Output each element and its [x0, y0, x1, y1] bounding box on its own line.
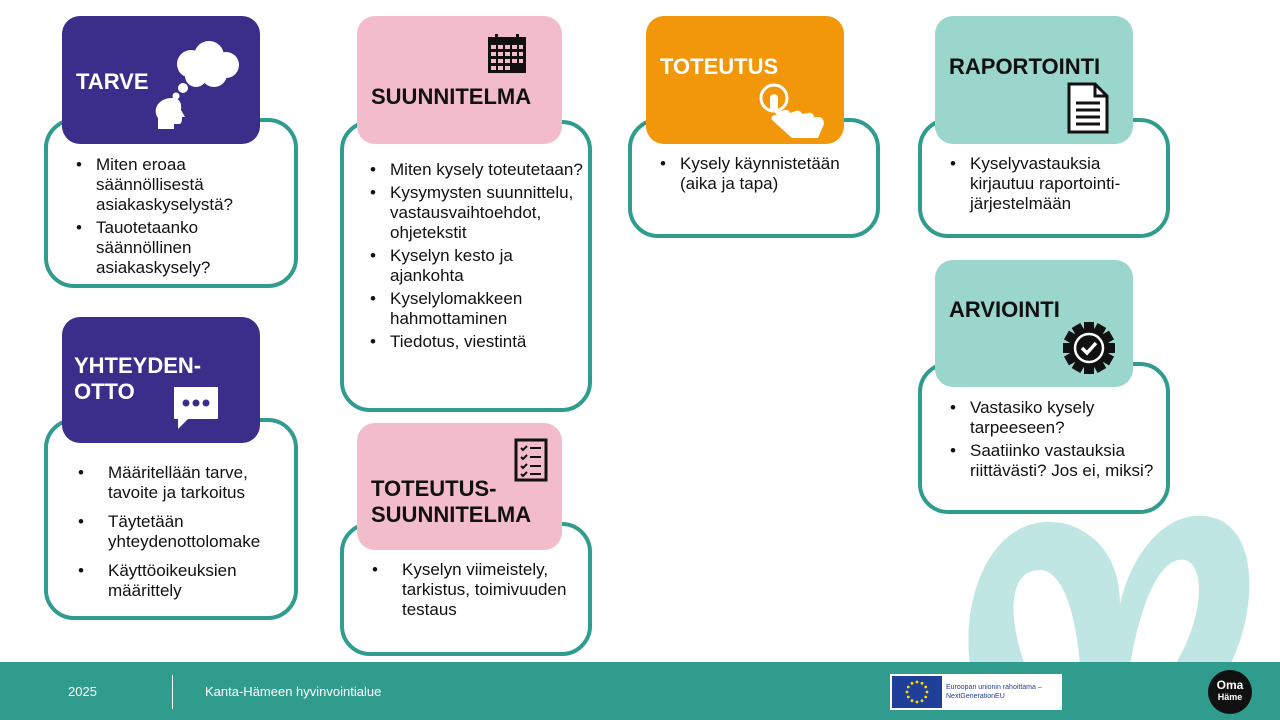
touch-hand-icon [759, 83, 824, 138]
raportointi-list: Kyselyvastauksia kirjautuu raportointi-j… [950, 154, 1165, 217]
list-item: Kyselyn kesto ja ajankohta [370, 246, 590, 286]
list-item: Täytetään yhteydenottolomake [76, 512, 298, 552]
toteutussuunnitelma-list: Kyselyn viimeistely, tarkistus, toimivuu… [370, 560, 592, 629]
card-yhteydenotto-header: YHTEYDEN- OTTO [62, 317, 260, 443]
eu-funding-logo: Euroopan unionin rahoittama – NextGenera… [890, 674, 1062, 710]
footer-organization: Kanta-Hämeen hyvinvointialue [205, 684, 382, 699]
logo-line-2: Häme [1217, 692, 1243, 702]
list-item: Vastasiko kysely tarpeeseen? [950, 398, 1165, 438]
card-arviointi-header: ARVIOINTI [935, 260, 1133, 387]
card-title: YHTEYDEN- OTTO [74, 353, 202, 404]
toteutus-list: Kysely käynnistetään (aika ja tapa) [660, 154, 860, 197]
footer-bar: 2025 Kanta-Hämeen hyvinvointialue Euroop… [0, 662, 1280, 720]
chat-bubble-icon [174, 387, 218, 429]
card-title: RAPORTOINTI [949, 54, 1101, 79]
arviointi-list: Vastasiko kysely tarpeeseen? Saatiinko v… [950, 398, 1165, 484]
card-raportointi-header: RAPORTOINTI [935, 16, 1133, 144]
list-item: Kysymysten suunnittelu, vastausvaihtoehd… [370, 183, 590, 243]
badge-check-icon [1063, 322, 1115, 374]
list-item: Kyselyn viimeistely, tarkistus, toimivuu… [370, 560, 592, 620]
list-item: Kyselylomakkeen hahmottaminen [370, 289, 590, 329]
card-title: TOTEUTUS- SUUNNITELMA [371, 476, 532, 527]
card-arviointi-body: Vastasiko kysely tarpeeseen? Saatiinko v… [918, 362, 1170, 514]
card-yhteydenotto-body: Määritellään tarve, tavoite ja tarkoitus… [44, 418, 298, 620]
card-title: TOTEUTUS [660, 54, 779, 79]
list-item: Tauotetaanko säännöllinen asiakaskysely? [76, 218, 286, 278]
calendar-icon [488, 34, 526, 73]
list-item: Miten kysely toteutetaan? [370, 160, 590, 180]
card-title: SUUNNITELMA [371, 84, 532, 109]
suunnitelma-list: Miten kysely toteutetaan? Kysymysten suu… [370, 160, 590, 355]
card-suunnitelma-header: SUUNNITELMA [357, 16, 562, 144]
oma-hame-logo: Oma Häme [1208, 670, 1252, 714]
list-item: Käyttöoikeuksien määrittely [76, 561, 298, 601]
checklist-icon [514, 438, 548, 482]
document-icon [1067, 82, 1109, 134]
card-suunnitelma-body: Miten kysely toteutetaan? Kysymysten suu… [340, 120, 592, 412]
eu-funding-text: Euroopan unionin rahoittama – NextGenera… [946, 684, 1042, 700]
thought-bubble-head-icon [155, 41, 239, 129]
heart-decoration [968, 515, 1250, 665]
list-item: Kyselyvastauksia kirjautuu raportointi-j… [950, 154, 1165, 214]
card-tarve-header: TARVE [62, 16, 260, 144]
card-toteutussuunnitelma-header: TOTEUTUS- SUUNNITELMA [357, 423, 562, 550]
logo-line-1: Oma [1216, 678, 1244, 692]
list-item: Miten eroaa säännöllisestä asiakaskysely… [76, 155, 286, 215]
eu-flag-icon [892, 676, 942, 708]
list-item: Tiedotus, viestintä [370, 332, 590, 352]
card-tarve-body: Miten eroaa säännöllisestä asiakaskysely… [44, 118, 298, 288]
tarve-list: Miten eroaa säännöllisestä asiakaskysely… [76, 155, 286, 281]
list-item: Määritellään tarve, tavoite ja tarkoitus [76, 463, 298, 503]
list-item: Saatiinko vastauksia riittävästi? Jos ei… [950, 441, 1165, 481]
card-title: TARVE [76, 69, 149, 94]
footer-divider [172, 675, 173, 709]
list-item: Kysely käynnistetään (aika ja tapa) [660, 154, 860, 194]
card-title: ARVIOINTI [949, 297, 1060, 322]
card-toteutus-header: TOTEUTUS [646, 16, 844, 144]
footer-year: 2025 [68, 684, 97, 699]
yhteydenotto-list: Määritellään tarve, tavoite ja tarkoitus… [76, 463, 298, 610]
